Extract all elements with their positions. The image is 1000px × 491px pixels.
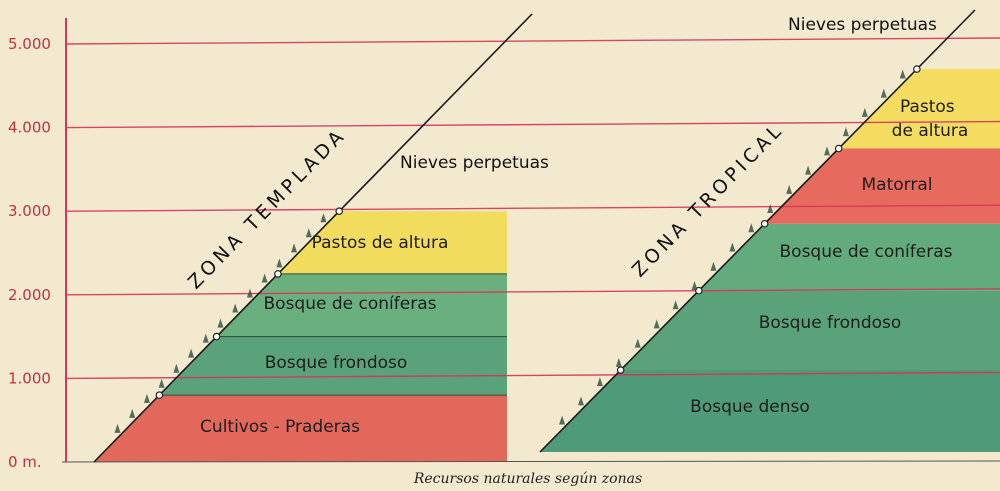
- templada-band-label-pastos: Pastos de altura: [312, 233, 449, 253]
- tropical-band-labels: Bosque denso Bosque frondoso Bosque de c…: [690, 97, 968, 417]
- y-tick-label-2: 2.000: [8, 286, 51, 304]
- tropical-boundary-marker-1: [695, 286, 703, 295]
- tropical-tree-mark-8: [710, 261, 717, 271]
- tropical-tree-mark-17: [880, 88, 887, 98]
- tropical-tree-mark-2: [596, 377, 603, 387]
- templada-boundary-marker-3: [335, 207, 344, 216]
- templada-slope-line: [93, 13, 533, 463]
- tropical-band-label-denso: Bosque denso: [690, 397, 810, 417]
- templada-boundary-marker-0: [155, 391, 164, 399]
- figure-caption: Recursos naturales según zonas: [413, 471, 642, 487]
- tropical-band-label-pastos: Pastos de altura: [892, 97, 969, 141]
- templada-band-1: [159, 336, 507, 396]
- templada-tree-mark-12: [291, 243, 298, 253]
- tropical-band-2: [698, 223, 1000, 291]
- y-tick-label-5: 5.000: [8, 35, 51, 53]
- tropical-tree-mark-7: [691, 280, 698, 290]
- tropical-tree-mark-9: [729, 242, 736, 252]
- altitude-grid: [61, 37, 1000, 463]
- templada-tree-mark-1: [129, 408, 136, 418]
- templada-tree-mark-7: [217, 318, 224, 328]
- templada-boundary-marker-2: [274, 270, 282, 278]
- tropical-tree-mark-4: [634, 338, 641, 348]
- templada-tree-mark-0: [114, 423, 121, 433]
- templada-tree-mark-11: [276, 258, 283, 268]
- templada-band-label-frondoso: Bosque frondoso: [265, 353, 408, 373]
- y-tick-label-1: 1.000: [8, 369, 51, 387]
- tropical-band-0: [540, 370, 1000, 452]
- tropical-tree-mark-1: [577, 396, 584, 406]
- tropical-band-label-coniferas: Bosque de coníferas: [780, 242, 953, 262]
- tropical-band-4: [838, 69, 1000, 149]
- tropical-boundary-marker-4: [913, 65, 921, 73]
- templada-band-0: [94, 395, 507, 462]
- templada-boundary-marker-1: [212, 332, 221, 341]
- templada-tree-mark-5: [188, 348, 195, 358]
- templada-tree-mark-9: [246, 288, 253, 298]
- tropical-boundary-marker-3: [834, 144, 843, 153]
- templada-tree-mark-13: [305, 228, 312, 238]
- templada-tree-mark-4: [173, 363, 180, 373]
- tropical-band-label-matorral: Matorral: [862, 175, 933, 195]
- templada-tree-mark-2: [143, 393, 150, 403]
- altitude-gridline-1: [65, 371, 1000, 380]
- templada-tree-mark-6: [202, 333, 209, 343]
- y-tick-label-3: 3.000: [8, 202, 51, 220]
- templada-snow-label: Nieves perpetuas: [400, 153, 549, 173]
- altitude-gridline-2: [65, 288, 1000, 296]
- tropical-tree-mark-0: [559, 415, 566, 425]
- y-tick-label-4: 4.000: [8, 119, 51, 137]
- tropical-slope-line: [539, 9, 976, 453]
- tropical-snow-label: Nieves perpetuas: [788, 15, 937, 35]
- tropical-tree-mark-16: [861, 107, 868, 117]
- altitude-gridline-5: [65, 37, 1000, 45]
- templada-band-labels: Cultivos - Praderas Bosque frondoso Bosq…: [200, 233, 448, 437]
- y-tick-label-0: 0 m.: [8, 453, 42, 471]
- templada-tree-mark-8: [232, 303, 239, 313]
- tropical-tree-mark-13: [805, 165, 812, 175]
- templada-tree-mark-10: [261, 273, 268, 283]
- tropical-tree-mark-15: [842, 127, 849, 137]
- templada-tree-mark-3: [158, 378, 165, 388]
- templada-band-3: [277, 211, 507, 274]
- templada-tree-mark-14: [320, 213, 327, 223]
- altitude-gridline-3: [65, 204, 1000, 212]
- tropical-tree-mark-10: [748, 223, 755, 233]
- templada-band-label-cultivos: Cultivos - Praderas: [200, 417, 360, 437]
- tropical-tree-mark-14: [823, 146, 830, 156]
- tropical-band-1: [620, 290, 1000, 371]
- templada-bands: [94, 211, 507, 462]
- tropical-tree-mark-5: [653, 319, 660, 329]
- baseline: [61, 460, 1000, 463]
- altitude-gridline-4: [65, 120, 1000, 129]
- tropical-tree-mark-18: [899, 69, 906, 79]
- tropical-tree-mark-11: [767, 204, 774, 214]
- tropical-boundary-marker-0: [616, 366, 625, 374]
- tropical-bands: [540, 69, 1000, 452]
- y-axis-labels: 0 m. 1.000 2.000 3.000 4.000 5.000: [8, 35, 51, 471]
- templada-band-2: [216, 273, 507, 337]
- templada-band-label-coniferas: Bosque de coníferas: [264, 294, 437, 314]
- tropical-tree-mark-6: [672, 300, 679, 310]
- tropical-tree-mark-3: [615, 357, 622, 367]
- tropical-tree-mark-12: [786, 184, 793, 194]
- vegetation-marks: [114, 65, 921, 433]
- tropical-boundary-marker-2: [760, 219, 769, 228]
- tropical-band-label-frondoso: Bosque frondoso: [759, 313, 902, 333]
